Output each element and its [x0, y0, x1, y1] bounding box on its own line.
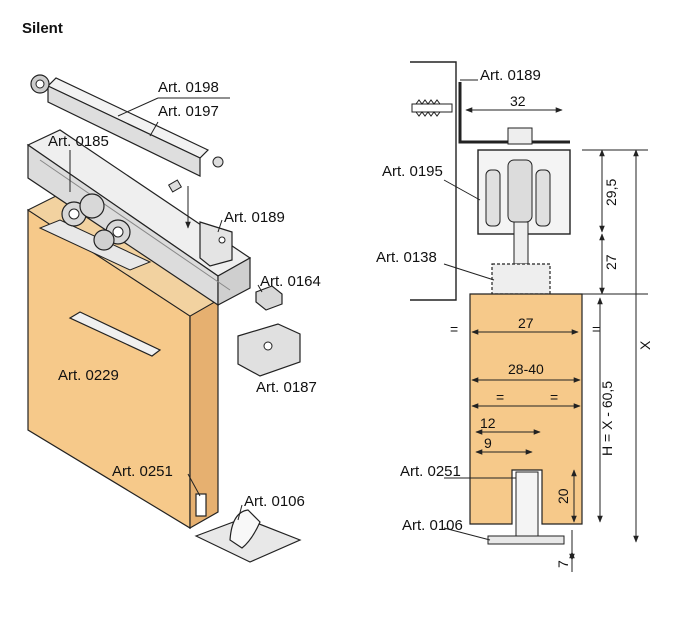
dim-12: 12	[480, 415, 496, 431]
wheel-icon	[79, 193, 105, 219]
carriage-art-0185	[38, 193, 152, 271]
dim-32: 32	[510, 93, 526, 109]
label-art-0197: Art. 0197	[158, 103, 219, 120]
track-profile	[477, 127, 571, 265]
dim-29-5: 29,5	[603, 179, 619, 206]
eq-mark: =	[592, 321, 600, 337]
eq-mark: =	[496, 389, 504, 405]
label-art-0229: Art. 0229	[58, 367, 119, 384]
wall-anchor	[411, 99, 453, 117]
hanger-art-0138	[491, 263, 551, 295]
label-art-0189-section: Art. 0189	[480, 67, 541, 84]
ceiling-wall	[410, 61, 457, 301]
floor-plate	[487, 535, 565, 545]
bracket-art-0189	[199, 221, 233, 267]
dim-h: H = X - 60,5	[599, 381, 615, 456]
track-rail-end	[217, 256, 251, 306]
isometric-view: Art. 0198 Art. 0197 Art. 0185 Art. 0189 …	[26, 74, 321, 563]
dim-7: 7	[555, 560, 571, 568]
eq-mark: =	[550, 389, 558, 405]
label-art-0251: Art. 0251	[112, 463, 173, 480]
damper-art-0198	[30, 74, 224, 193]
dim-27-vertical: 27	[603, 254, 619, 270]
dim-x: X	[637, 340, 653, 350]
dim-20: 20	[555, 488, 571, 504]
wheel-icon	[93, 229, 115, 251]
label-art-0138: Art. 0138	[376, 249, 437, 266]
label-art-0164: Art. 0164	[260, 273, 321, 290]
dim-27-horizontal: 27	[518, 315, 534, 331]
groove-plate-art-0229	[68, 311, 162, 357]
label-art-0189: Art. 0189	[224, 209, 285, 226]
label-art-0195: Art. 0195	[382, 163, 443, 180]
dim-9: 9	[484, 435, 492, 451]
label-art-0106-section: Art. 0106	[402, 517, 463, 534]
dim-28-40: 28-40	[508, 361, 544, 377]
floor-guide-fin	[515, 471, 539, 543]
eq-mark: =	[450, 321, 458, 337]
bracket-section	[458, 82, 570, 144]
label-art-0251-section: Art. 0251	[400, 463, 461, 480]
door-section	[469, 293, 583, 525]
label-art-0185: Art. 0185	[48, 133, 109, 150]
label-art-0187: Art. 0187	[256, 379, 317, 396]
page-title: Silent	[22, 20, 63, 37]
stop-art-0164	[255, 285, 283, 311]
cross-section-view: Art. 0189 Art. 0195 Art. 0138 Art. 0251 …	[376, 61, 653, 572]
label-art-0106: Art. 0106	[244, 493, 305, 510]
label-art-0198: Art. 0198	[158, 79, 219, 96]
bottom-slot-art-0251	[195, 493, 207, 517]
